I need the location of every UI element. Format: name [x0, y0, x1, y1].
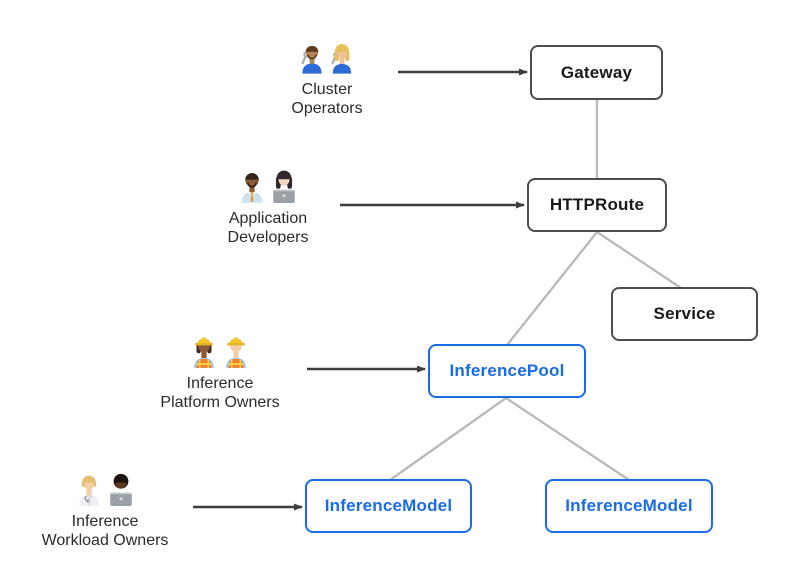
persona-inference-platform-owners: Inference Platform Owners [120, 331, 320, 412]
inference-workload-owners-icons [74, 469, 136, 506]
cluster-operators-label: Cluster Operators [291, 81, 363, 117]
persona-application-developers: Application Developers [168, 166, 368, 247]
node-inferencepool: InferencePool [428, 344, 586, 398]
woman-mechanic-icon [331, 44, 352, 74]
health-worker-icon [79, 475, 99, 506]
inference-platform-owners-icons [189, 331, 251, 368]
node-gateway: Gateway [530, 45, 663, 100]
edge-httproute-inferencepool [506, 231, 598, 346]
edge-httproute-service [596, 231, 682, 289]
cluster-operators-icons [298, 37, 356, 74]
woman-construction-worker-icon [194, 337, 214, 368]
node-service: Service [611, 287, 758, 341]
woman-technologist-icon [273, 170, 295, 203]
inference-workload-owners-label: Inference Workload Owners [41, 513, 169, 549]
man-mechanic-icon [301, 45, 322, 74]
node-inferencemodel-right: InferenceModel [545, 479, 713, 533]
edge-inferencepool-inferencemodel-left [389, 397, 507, 481]
man-technologist-icon [110, 473, 132, 506]
persona-inference-workload-owners: Inference Workload Owners [5, 469, 205, 550]
edge-inferencepool-inferencemodel-right [505, 397, 630, 481]
application-developers-label: Application Developers [227, 210, 309, 246]
man-office-worker-icon [241, 173, 263, 203]
node-httproute: HTTPRoute [527, 178, 667, 232]
inference-platform-owners-label: Inference Platform Owners [160, 375, 280, 411]
application-developers-icons [237, 166, 299, 203]
node-inferencemodel-left: InferenceModel [305, 479, 472, 533]
persona-cluster-operators: Cluster Operators [227, 37, 427, 118]
man-construction-worker-icon [226, 337, 246, 368]
